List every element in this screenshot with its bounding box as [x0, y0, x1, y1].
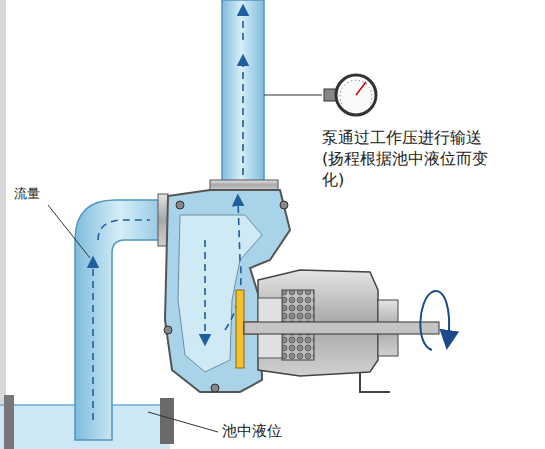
flow-arrow	[92, 262, 94, 420]
leader-line	[264, 95, 322, 96]
shaft	[244, 322, 439, 334]
flange	[210, 180, 278, 190]
discharge-pipe	[222, 0, 264, 185]
impeller	[236, 290, 244, 368]
bolt	[176, 201, 184, 209]
bolt	[211, 384, 219, 392]
leader-line	[148, 412, 218, 432]
flow-arrow	[242, 10, 244, 40]
bolt	[280, 201, 288, 209]
flow-arrow	[242, 60, 244, 175]
pool-wall	[4, 395, 14, 449]
flow-label: 流量	[14, 186, 54, 203]
flow-arrow	[98, 220, 150, 240]
callout-note: 泵通过工作压进行输送(扬程根据池中液位而变化)	[322, 128, 492, 190]
bolt	[164, 326, 172, 334]
leader-line	[48, 205, 90, 258]
support-foot	[360, 372, 390, 392]
pressure-gauge	[336, 75, 376, 115]
pump-chamber	[178, 215, 262, 372]
gauge-scale	[340, 80, 372, 104]
level-label: 池中液位	[222, 422, 312, 442]
flow-arrow	[204, 240, 206, 340]
pool-wall	[160, 398, 174, 444]
rotation-arrow	[420, 291, 449, 350]
gauge-fitting	[324, 89, 336, 101]
gauge-needle	[356, 82, 366, 95]
page-edge	[0, 0, 6, 449]
